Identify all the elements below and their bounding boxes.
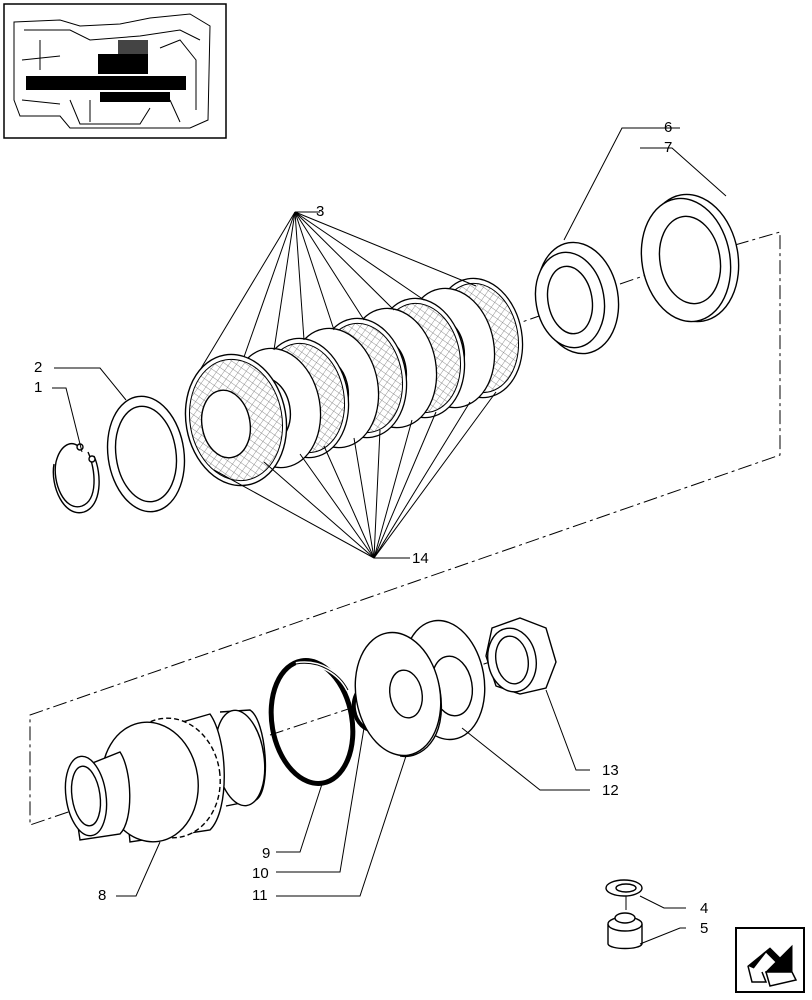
callout-1: 1 xyxy=(34,379,42,396)
callout-2: 2 xyxy=(34,359,42,376)
clutch-disc-front xyxy=(184,353,288,487)
callout-14: 14 xyxy=(412,550,429,567)
callout-labels: 1 2 3 4 5 6 7 8 9 10 11 12 13 14 xyxy=(34,119,708,937)
callout-7: 7 xyxy=(664,139,672,156)
transmission-thumbnail xyxy=(13,13,211,129)
part-3-14-clutch-disc-pack xyxy=(184,277,524,487)
callout-5: 5 xyxy=(700,920,708,937)
part-13-nut xyxy=(485,617,557,695)
callout-9: 9 xyxy=(262,845,270,862)
location-inset xyxy=(3,3,227,139)
part-4-washer xyxy=(605,879,643,897)
callout-4: 4 xyxy=(700,900,708,917)
arrow-next-icon xyxy=(747,944,798,987)
part-8-gear-shaft xyxy=(64,709,267,843)
part-9-snap-ring xyxy=(268,658,356,786)
next-page-button[interactable] xyxy=(735,927,805,993)
part-11-piston xyxy=(354,631,443,758)
callout-6: 6 xyxy=(664,119,672,136)
part-6-piston xyxy=(534,241,620,355)
callout-11: 11 xyxy=(252,887,268,904)
leader-lines xyxy=(52,127,727,945)
callout-8: 8 xyxy=(98,887,106,904)
part-5-plug xyxy=(607,896,643,950)
callout-3: 3 xyxy=(316,203,324,220)
callout-12: 12 xyxy=(602,782,619,799)
callout-13: 13 xyxy=(602,762,619,779)
part-7-plate xyxy=(640,193,740,323)
callout-10: 10 xyxy=(252,865,269,882)
part-2-thrust-washer xyxy=(106,395,186,513)
part-1-snap-ring xyxy=(52,443,100,514)
